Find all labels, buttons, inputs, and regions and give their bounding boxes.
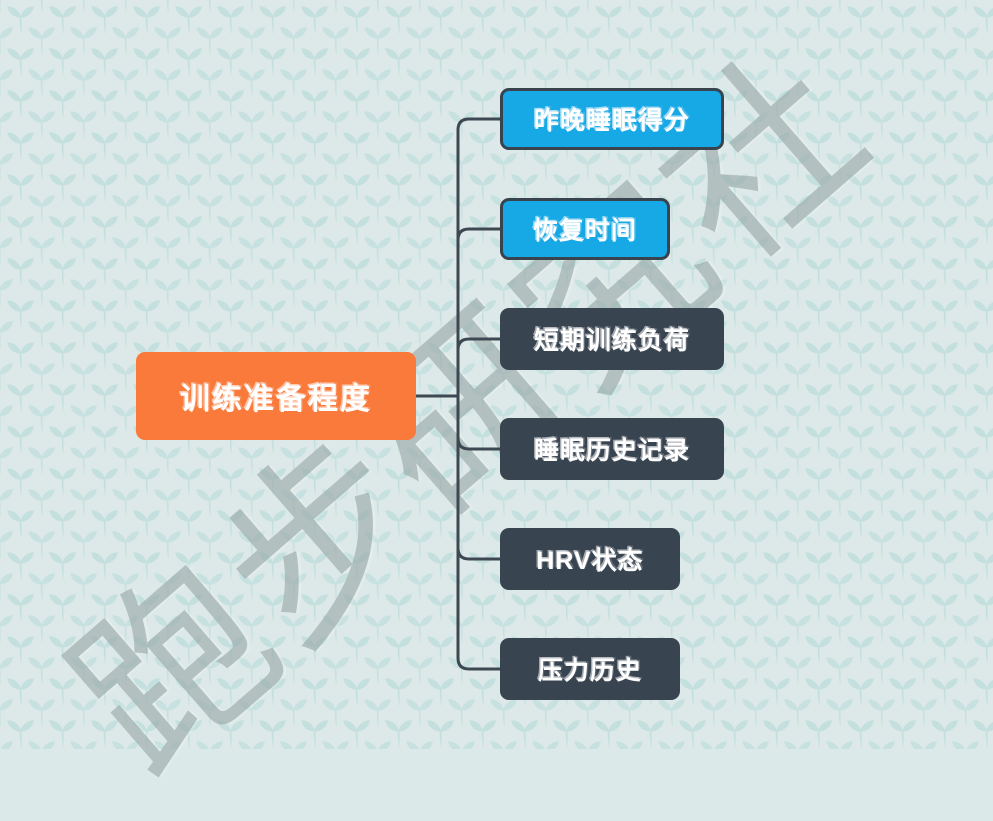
child-node-label: 压力历史 xyxy=(537,657,642,685)
child-node-label: 短期训练负荷 xyxy=(533,327,690,355)
child-node-label: 恢复时间 xyxy=(532,217,637,245)
child-node-3[interactable]: 短期训练负荷 xyxy=(500,308,724,370)
child-node-6[interactable]: 压力历史 xyxy=(500,638,680,700)
root-node-label: 训练准备程度 xyxy=(180,383,372,416)
child-node-5[interactable]: HRV状态 xyxy=(500,528,680,590)
child-node-label: 昨晚睡眠得分 xyxy=(533,107,690,135)
child-node-4[interactable]: 睡眠历史记录 xyxy=(500,418,724,480)
child-node-1[interactable]: 昨晚睡眠得分 xyxy=(500,88,724,150)
child-node-label: 睡眠历史记录 xyxy=(533,437,690,465)
child-node-label: HRV状态 xyxy=(536,547,644,575)
child-node-2[interactable]: 恢复时间 xyxy=(500,198,670,260)
root-node[interactable]: 训练准备程度 xyxy=(136,352,416,440)
